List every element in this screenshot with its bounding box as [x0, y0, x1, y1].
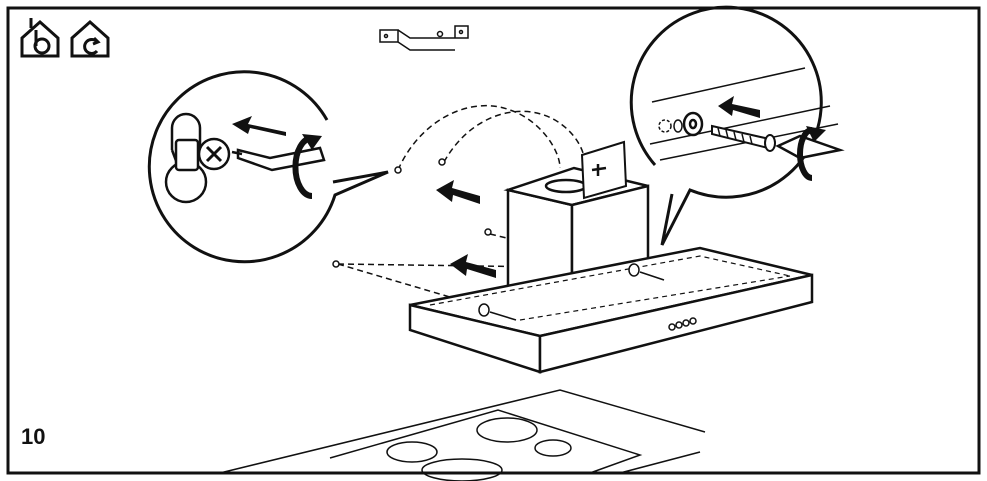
step-number: 10 [21, 424, 46, 449]
rotate-arrow-right [797, 127, 813, 181]
cooktop [219, 389, 706, 481]
screwdriver-icon-right [775, 134, 845, 160]
screwdriver-icon-left [231, 146, 326, 172]
arrow-left-detail [232, 116, 286, 136]
rotate-arrow-left [292, 135, 313, 199]
control-buttons [668, 317, 697, 331]
screw-detail-callout-right [629, 5, 823, 246]
rotate-arrow-right-head [806, 126, 826, 142]
screw-detail-callout-left [147, 70, 389, 264]
canopy-inner-lines [429, 255, 791, 321]
diagram-border [6, 6, 981, 475]
rotate-arrow-left-head [302, 134, 322, 150]
wall-plug-icon [658, 119, 672, 133]
wall-bracket [379, 25, 469, 51]
push-arrow-upper [436, 180, 480, 204]
screw-icon-right [711, 124, 776, 152]
fixing-screws-canopy [478, 263, 665, 321]
connector-bracket [580, 140, 628, 200]
push-arrow-lower [450, 254, 496, 278]
washer-icon [673, 111, 704, 137]
recirculating-mode-icon [70, 19, 110, 58]
arrow-left-detail-right [718, 96, 760, 118]
screw-head-icon [174, 137, 231, 172]
hood-canopy [408, 246, 814, 374]
ducted-mode-icon [20, 18, 60, 58]
